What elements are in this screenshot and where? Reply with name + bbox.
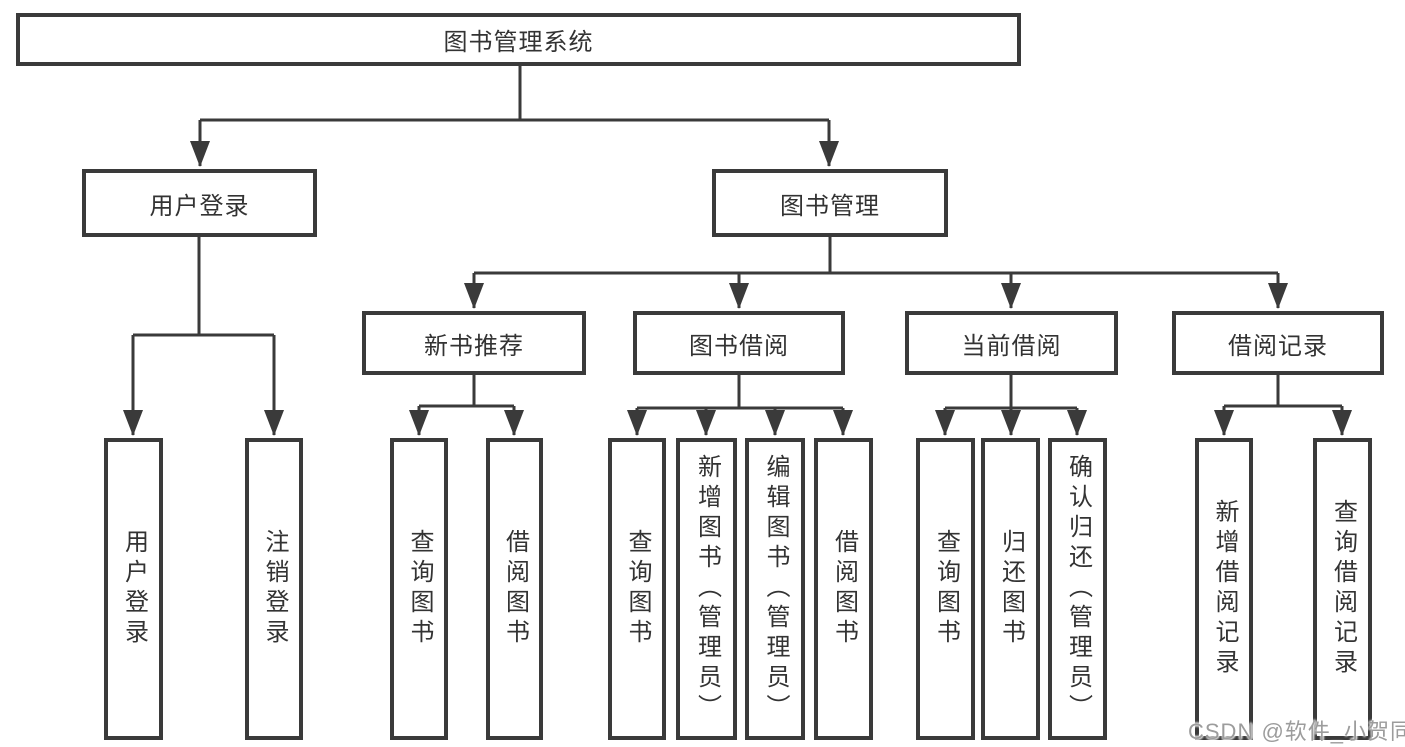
node-label: 查询图书	[624, 529, 651, 649]
edge-book-mgmt-split	[474, 237, 1278, 275]
edge-user-login-split	[133, 237, 274, 337]
node-add-borrow-record: 新增借阅记录	[1195, 438, 1253, 740]
edge-current-split	[945, 375, 1077, 410]
node-label: 注销登录	[261, 529, 288, 649]
node-label: 编辑图书（管理员）	[762, 454, 789, 724]
node-label: 借阅图书	[830, 529, 858, 649]
edge-new-book-split	[419, 375, 514, 408]
node-label: 确认归还（管理员）	[1064, 454, 1092, 724]
node-label: 图书借阅	[689, 332, 789, 360]
edge-root-split	[200, 66, 829, 122]
node-label: 归还图书	[997, 529, 1025, 649]
node-user-login: 用户登录	[82, 169, 317, 237]
node-label: 用户登录	[149, 192, 250, 220]
edge-records-split	[1224, 375, 1342, 408]
node-label: 用户登录	[120, 529, 148, 649]
node-library-system: 图书管理系统	[16, 13, 1021, 66]
node-label: 图书管理	[780, 192, 880, 220]
node-user-login-leaf: 用户登录	[104, 438, 163, 740]
node-edit-books-admin: 编辑图书（管理员）	[745, 438, 805, 740]
node-logout-leaf: 注销登录	[245, 438, 303, 740]
node-return-books: 归还图书	[981, 438, 1040, 740]
node-label: 当前借阅	[961, 332, 1062, 360]
node-add-books-admin: 新增图书（管理员）	[676, 438, 737, 740]
node-label: 查询借阅记录	[1329, 499, 1357, 679]
node-book-borrowing: 图书借阅	[633, 311, 845, 375]
node-query-books-borrowing: 查询图书	[608, 438, 666, 740]
node-query-borrow-record: 查询借阅记录	[1313, 438, 1372, 740]
node-borrow-books-recommend: 借阅图书	[486, 438, 543, 740]
node-label: 新书推荐	[424, 332, 524, 360]
node-label: 借阅记录	[1228, 332, 1328, 360]
csdn-watermark: CSDN @软件_小贺同学	[1188, 719, 1405, 744]
node-query-books-current: 查询图书	[916, 438, 975, 740]
node-label: 新增图书（管理员）	[693, 454, 721, 724]
node-borrow-books-leaf: 借阅图书	[814, 438, 873, 740]
node-borrowing-records: 借阅记录	[1172, 311, 1384, 375]
node-confirm-return-admin: 确认归还（管理员）	[1048, 438, 1107, 740]
node-label: 新增借阅记录	[1211, 499, 1238, 679]
node-label: 查询图书	[406, 529, 433, 649]
node-label: 查询图书	[932, 529, 960, 649]
node-current-borrowing: 当前借阅	[905, 311, 1118, 375]
node-book-management: 图书管理	[712, 169, 948, 237]
node-new-book-recommend: 新书推荐	[362, 311, 586, 375]
node-query-books-recommend: 查询图书	[390, 438, 448, 740]
edge-borrowing-split	[637, 375, 843, 410]
node-label: 借阅图书	[501, 529, 529, 649]
node-label: 图书管理系统	[443, 29, 594, 56]
